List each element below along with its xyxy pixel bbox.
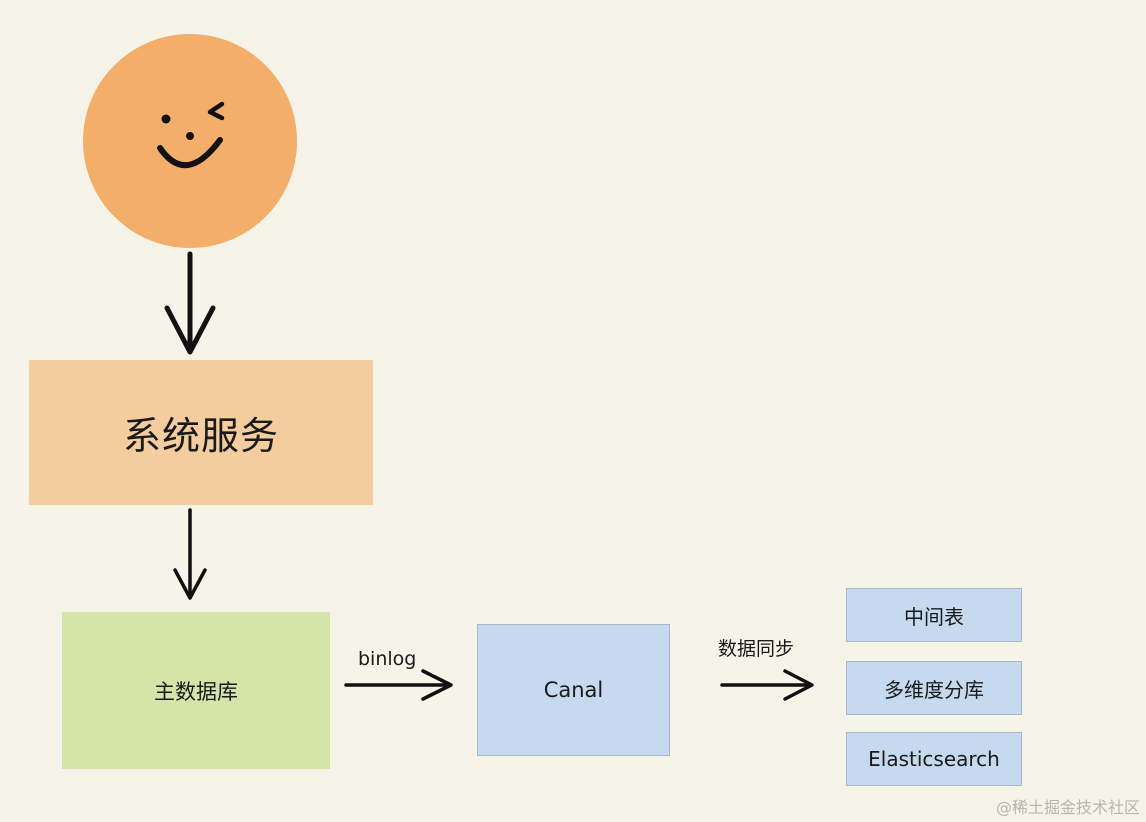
face-circle — [83, 34, 297, 248]
canal-box: Canal — [477, 624, 670, 756]
smile — [157, 137, 223, 168]
binlog-edge-label: binlog — [358, 648, 417, 670]
elasticsearch-box: Elasticsearch — [846, 732, 1022, 786]
intermediate-table-label: 中间表 — [904, 604, 964, 629]
system-service-label: 系统服务 — [122, 414, 279, 458]
data-sync-edge-label: 数据同步 — [718, 638, 795, 660]
system-service-box: 系统服务 — [29, 360, 373, 505]
watermark: @稀土掘金技术社区 — [995, 798, 1140, 817]
arrow-user-to-service — [164, 251, 216, 355]
elasticsearch-label: Elasticsearch — [868, 747, 1000, 771]
main-database-label: 主数据库 — [154, 679, 238, 704]
intermediate-table-box: 中间表 — [846, 588, 1022, 642]
multi-dimension-shard-box: 多维度分库 — [846, 661, 1022, 715]
winking-eye — [207, 101, 225, 121]
left-eye — [161, 114, 171, 124]
canal-label: Canal — [543, 678, 604, 702]
nose-dot — [186, 132, 194, 140]
arrow-service-to-db — [173, 508, 207, 600]
main-database-box: 主数据库 — [62, 612, 330, 769]
arrow-canal-to-targets — [720, 669, 814, 701]
arrow-db-to-canal — [344, 669, 453, 701]
multi-dimension-shard-label: 多维度分库 — [884, 677, 984, 702]
